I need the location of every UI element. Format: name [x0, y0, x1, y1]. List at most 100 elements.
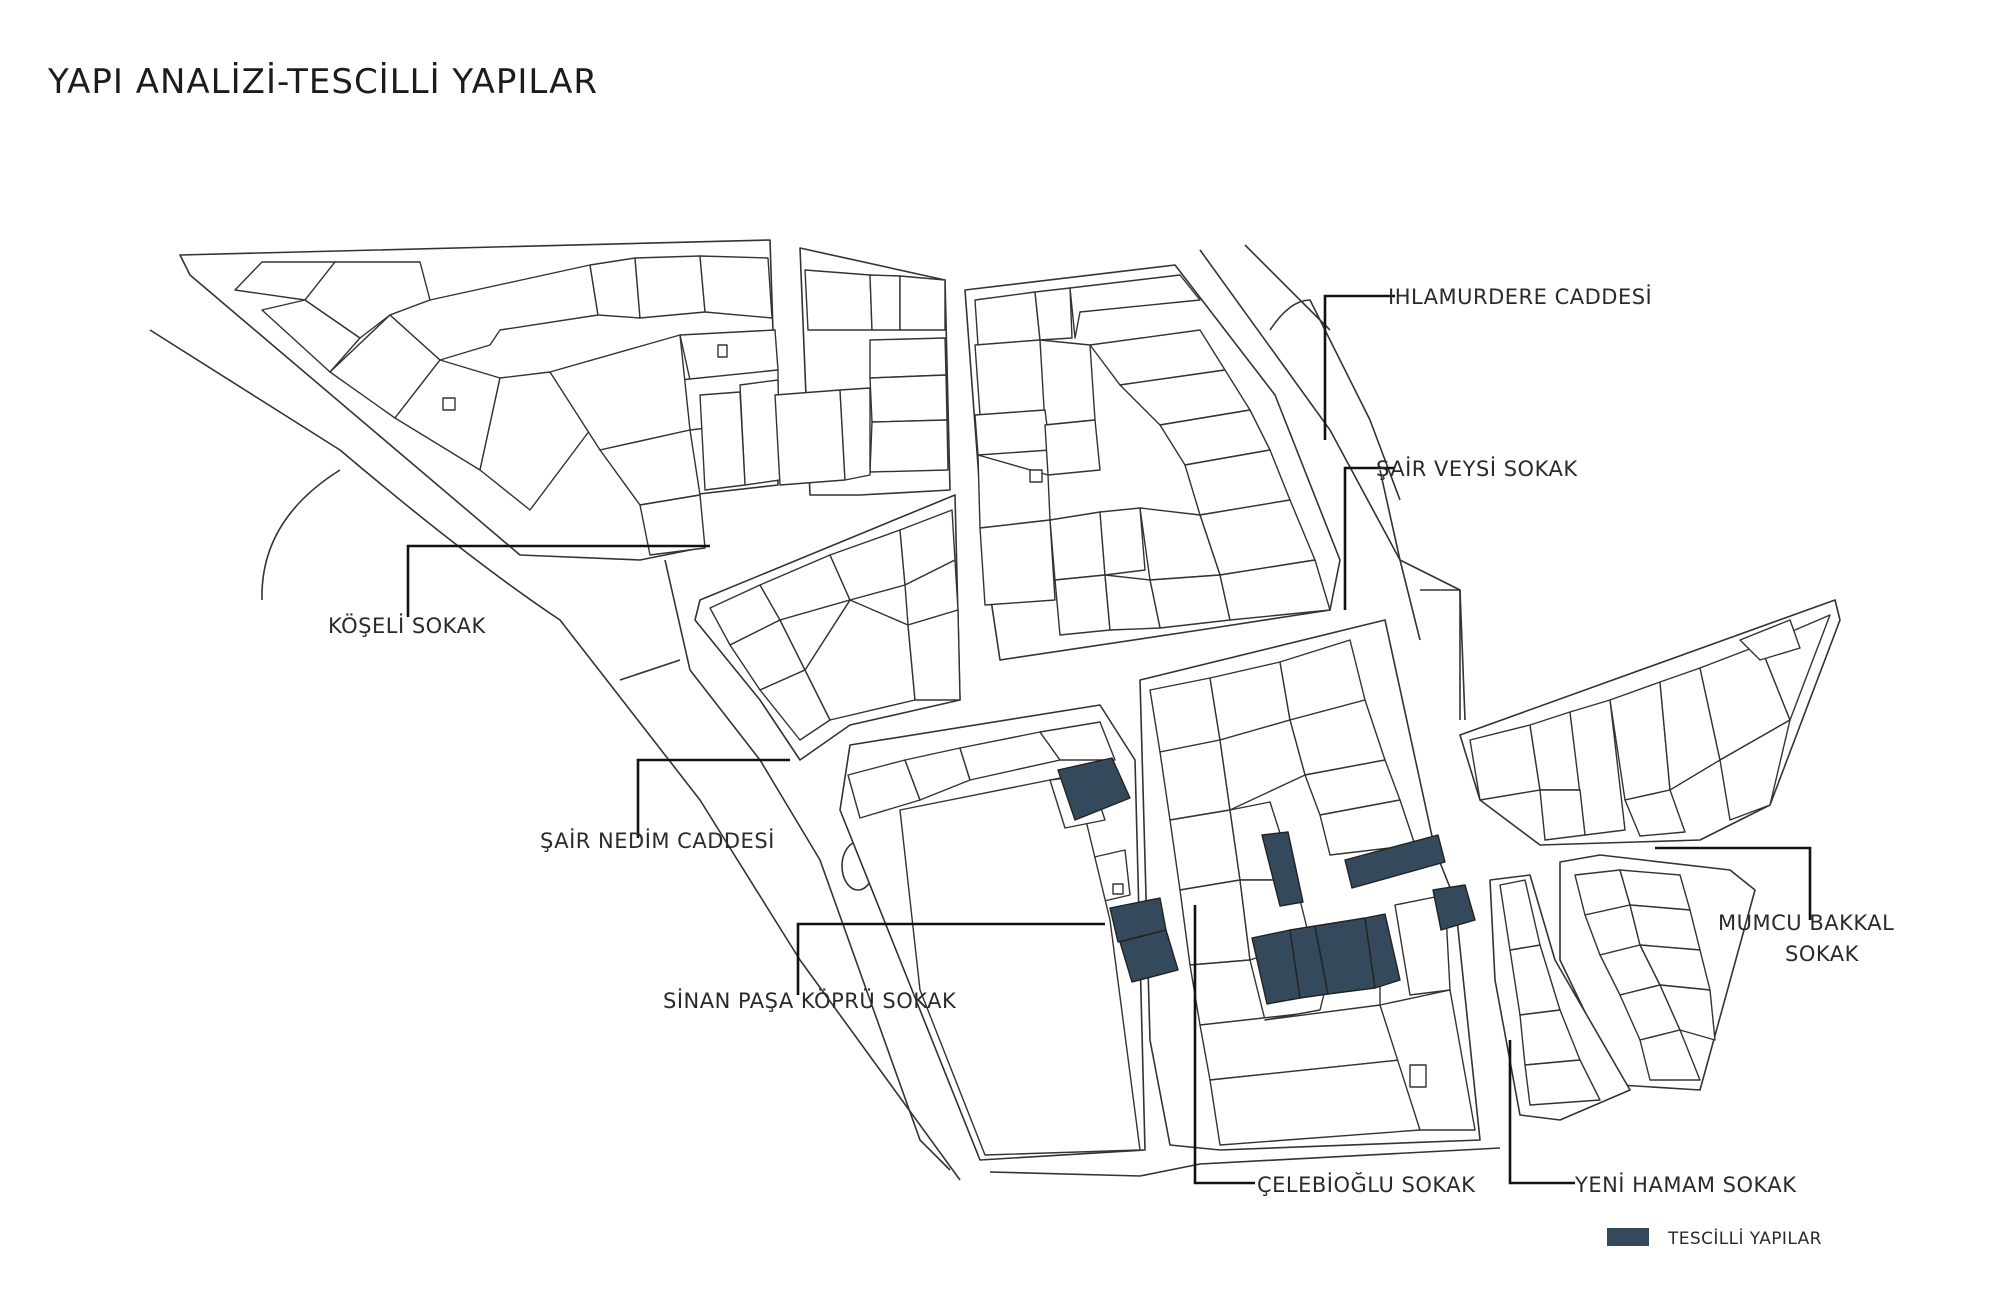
registered-building — [1261, 831, 1304, 907]
block-central-north — [964, 264, 1341, 661]
legend: TESCİLLİ YAPILAR — [1607, 1228, 1822, 1249]
building — [1639, 1029, 1701, 1081]
building — [1104, 574, 1161, 631]
registered-buildings — [1057, 757, 1476, 1005]
label-ihlamurdere-caddesi: IHLAMURDERE CADDESİ — [1388, 284, 1652, 309]
registered-building — [1119, 929, 1179, 983]
building — [979, 519, 1056, 606]
building — [804, 269, 873, 331]
ihlamurdere-road-west-edge — [1199, 249, 1421, 641]
block-koseli — [694, 494, 961, 761]
sair-nedim-road-west-edge — [149, 329, 961, 1181]
building — [1659, 984, 1716, 1041]
building — [869, 419, 949, 473]
building — [1039, 721, 1116, 761]
legend-swatch-registered — [1607, 1228, 1649, 1246]
building — [974, 339, 1046, 416]
building — [1539, 789, 1586, 841]
building — [1039, 339, 1096, 426]
building — [1394, 894, 1451, 996]
building — [1524, 1059, 1601, 1106]
block-east-triangle — [1459, 599, 1841, 846]
registered-building — [1344, 834, 1446, 889]
building — [869, 274, 901, 331]
building — [869, 374, 948, 423]
building — [907, 609, 961, 701]
building — [899, 275, 946, 331]
building — [1499, 879, 1541, 951]
label-mumcu-bakkal-line1: MUMCU BAKKAL — [1718, 911, 1894, 935]
leader-celebioglu — [1193, 905, 1255, 1185]
leader-yeni-hamam — [1508, 1040, 1575, 1185]
leader-ihlamurdere — [1323, 294, 1395, 440]
road-spur-southwest — [619, 659, 681, 681]
label-sinan-pasa-kopru-sokak: SİNAN PAŞA KÖPRÜ SOKAK — [663, 988, 957, 1013]
building — [1739, 619, 1801, 661]
block-yeni-hamam — [1489, 874, 1631, 1121]
building — [1624, 789, 1686, 837]
building — [1159, 739, 1231, 821]
leader-lines — [406, 294, 1812, 1185]
label-mumcu-bakkal-line2: SOKAK — [1785, 942, 1860, 966]
building — [1379, 989, 1476, 1131]
building — [1044, 419, 1101, 476]
building — [699, 255, 773, 319]
courtyard — [442, 397, 456, 411]
block-north-small — [774, 247, 951, 496]
building — [699, 391, 746, 491]
building — [639, 494, 706, 556]
building — [1619, 869, 1691, 911]
sair-nedim-road-inner-edge — [664, 559, 951, 1171]
building — [869, 337, 947, 379]
building — [974, 291, 1041, 346]
legend-label-registered: TESCİLLİ YAPILAR — [1667, 1228, 1822, 1249]
leader-koseli — [406, 544, 710, 617]
building — [774, 389, 846, 486]
sair-nedim-road-east-edge — [261, 469, 341, 601]
building — [839, 387, 871, 481]
south-road-edge — [989, 1147, 1501, 1177]
ihlamurdere-road-far-edge — [1379, 469, 1461, 720]
building — [1719, 719, 1791, 821]
label-sair-nedim-caddesi: ŞAİR NEDİM CADDESİ — [540, 828, 775, 853]
building — [634, 255, 706, 319]
label-sair-veysi-sokak: ŞAİR VEYSİ SOKAK — [1376, 456, 1578, 481]
small-courtyard — [1112, 883, 1124, 895]
ihlamurdere-road-east-edge — [1244, 244, 1401, 501]
building — [1054, 574, 1111, 636]
small-courtyard — [1409, 1064, 1427, 1088]
building — [779, 599, 851, 671]
building — [1629, 904, 1701, 951]
street-labels: IHLAMURDERE CADDESİ ŞAİR VEYSİ SOKAK KÖŞ… — [328, 284, 1894, 1197]
block-northwest — [179, 239, 781, 561]
building — [1169, 809, 1241, 891]
building — [1099, 507, 1146, 576]
block-central-south — [1139, 619, 1481, 1151]
leader-sair-nedim — [636, 758, 790, 838]
building — [1069, 274, 1201, 339]
map-title: YAPI ANALİZİ-TESCİLLİ YAPILAR — [48, 62, 598, 102]
building — [974, 409, 1051, 456]
building — [739, 379, 781, 486]
leader-sair-veysi — [1343, 466, 1395, 610]
registered-building — [1364, 913, 1401, 989]
building — [1179, 879, 1251, 966]
label-yeni-hamam-sokak: YENİ HAMAM SOKAK — [1574, 1172, 1797, 1197]
registered-building — [1432, 884, 1476, 931]
small-courtyard — [1029, 469, 1043, 483]
building — [1149, 677, 1221, 753]
leader-mumcu-bakkal — [1655, 846, 1812, 920]
label-celebioglu-sokak: ÇELEBİOĞLU SOKAK — [1257, 1172, 1476, 1197]
building — [589, 257, 641, 319]
building — [1149, 574, 1231, 629]
block-sinan-pasa — [839, 704, 1146, 1161]
building — [1049, 511, 1106, 581]
building — [1034, 287, 1073, 341]
registered-building — [1057, 757, 1131, 821]
small-courtyard — [717, 344, 728, 358]
east-road-segment — [1420, 589, 1466, 721]
label-koseli-sokak: KÖŞELİ SOKAK — [328, 613, 486, 638]
block-mumcu-bakkal — [1559, 854, 1756, 1091]
leader-sinan-pasa — [796, 922, 1105, 995]
